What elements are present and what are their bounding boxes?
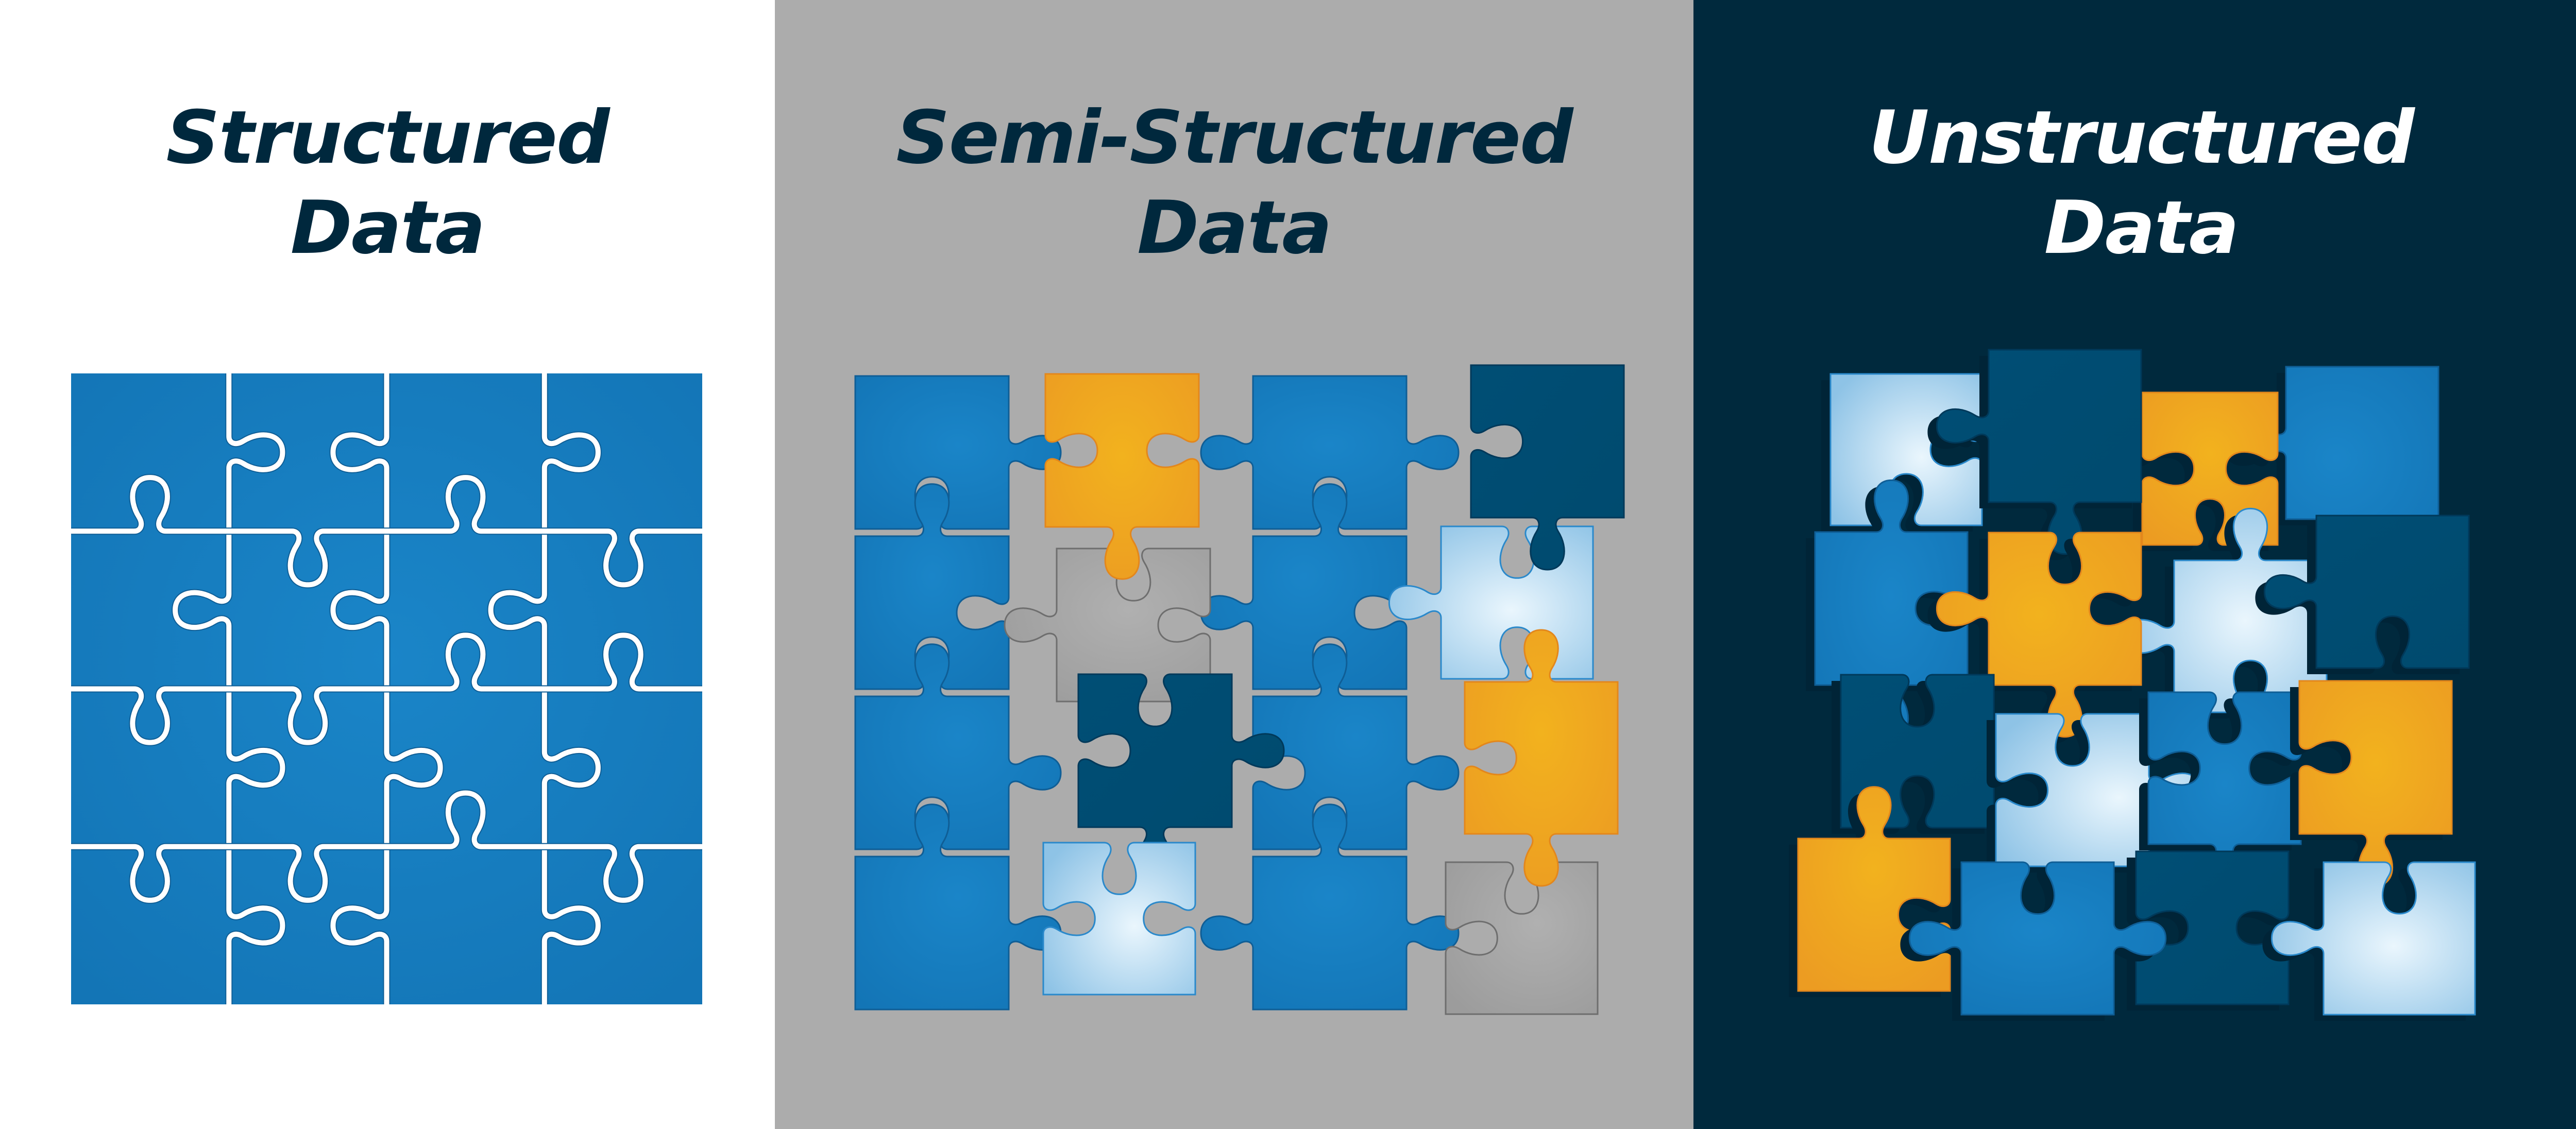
piece-shape (1445, 861, 1599, 1015)
piece-shape (1004, 548, 1211, 703)
piece-shape (1077, 673, 1285, 880)
title-line-1: Structured (166, 95, 609, 180)
puzzle-piece-dark-teal (1470, 364, 1625, 571)
piece-shape (854, 643, 1062, 850)
structured-data-title: Structured Data (0, 93, 775, 273)
piece-shape (854, 803, 1062, 1011)
piece-shape (1464, 629, 1619, 887)
puzzle-piece-gray (1445, 861, 1599, 1015)
piece-shape (1044, 373, 1200, 580)
piece-shape (2147, 691, 2302, 897)
structured-puzzle-grid (71, 373, 702, 1004)
unstructured-data-title: Unstructured Data (1693, 93, 2576, 273)
puzzle-piece-blue (854, 483, 1010, 690)
piece-shape (1936, 349, 2142, 555)
piece-shape (1200, 803, 1460, 1011)
puzzle-piece-blue (854, 803, 1062, 1011)
piece-shape (2298, 680, 2453, 887)
piece-shape (2270, 861, 2476, 1016)
title-line-1: Semi-Structured (896, 95, 1573, 180)
puzzle-piece-orange (1464, 629, 1619, 887)
semi-structured-puzzle-pieces (854, 364, 1625, 1015)
puzzle-piece-gray (1004, 548, 1211, 703)
puzzle-piece-orange (1044, 373, 1200, 580)
piece-shape (1470, 364, 1625, 571)
title-line-1: Unstructured (1869, 95, 2415, 180)
piece-shape (854, 483, 1010, 690)
puzzle-seam (71, 475, 702, 588)
puzzle-piece-dark-teal (1927, 349, 2142, 560)
piece-shape (1936, 532, 2142, 738)
puzzle-piece-light-blue (2262, 861, 2476, 1021)
puzzle-piece-orange (2290, 680, 2453, 892)
puzzle-piece-dark-teal (2255, 515, 2470, 674)
puzzle-piece-light-blue (1042, 842, 1196, 996)
piece-shape (2135, 850, 2290, 1005)
piece-shape (1252, 643, 1460, 850)
puzzle-piece-blue (854, 643, 1062, 850)
puzzle-seam (71, 632, 702, 745)
title-line-2: Data (1137, 185, 1332, 270)
piece-shape (1200, 483, 1408, 690)
puzzle-piece-blue (1200, 803, 1460, 1011)
piece-shape (2141, 391, 2279, 546)
piece-shape (2263, 515, 2470, 669)
puzzle-piece-blue (1200, 375, 1460, 530)
puzzle-piece-dark-teal (1077, 673, 1285, 880)
puzzle-piece-orange (2133, 391, 2279, 551)
piece-shape (1200, 375, 1460, 530)
puzzle-piece-blue (1900, 861, 2167, 1021)
piece-shape (1042, 842, 1196, 996)
unstructured-puzzle-pieces (1789, 349, 2476, 1021)
puzzle-seam (71, 790, 702, 903)
puzzle-piece-orange (1927, 532, 2142, 743)
puzzle-piece-blue (854, 375, 1062, 530)
puzzle-piece-blue (1252, 643, 1460, 850)
puzzle-piece-blue (2139, 691, 2302, 902)
title-line-2: Data (2044, 185, 2240, 270)
piece-shape (854, 375, 1062, 530)
piece-shape (1908, 861, 2167, 1016)
puzzle-piece-dark-teal (2127, 850, 2290, 1011)
puzzle-piece-blue (1200, 483, 1408, 690)
title-line-2: Data (290, 185, 486, 270)
semi-structured-data-title: Semi-Structured Data (775, 93, 1693, 273)
